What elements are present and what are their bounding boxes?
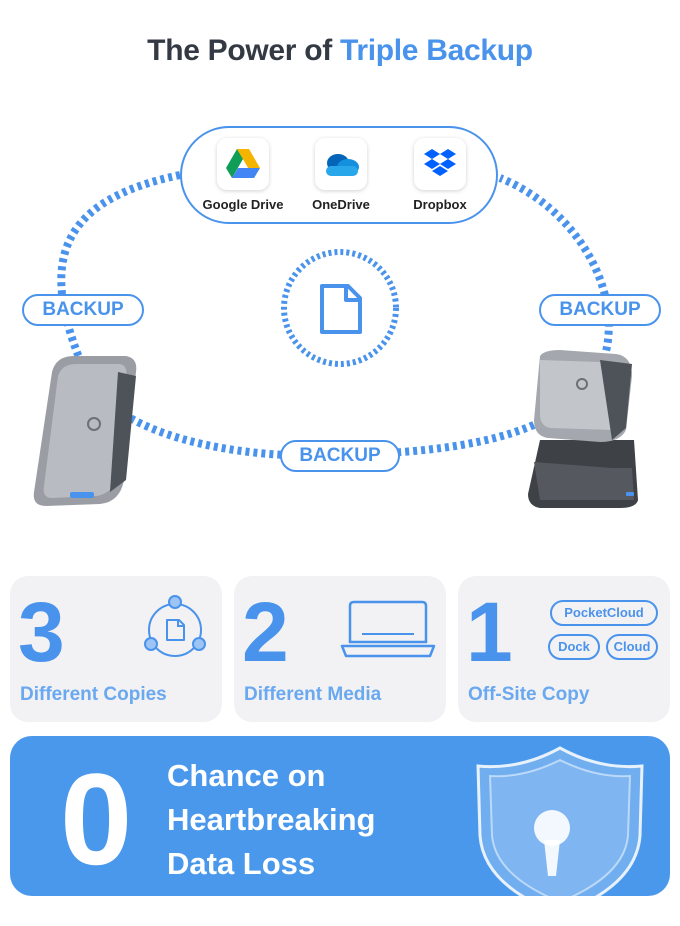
service-dropbox[interactable]: Dropbox	[394, 138, 486, 212]
pocket-device-left	[33, 356, 137, 506]
google-drive-tile	[217, 138, 269, 190]
stat-label: Off-Site Copy	[468, 684, 590, 705]
laptop-icon	[340, 600, 436, 658]
document-icon	[320, 284, 362, 334]
dropbox-icon	[424, 149, 456, 176]
chip-dock: Dock	[548, 634, 600, 660]
chip-pocketcloud: PocketCloud	[550, 600, 658, 626]
zero-line-3: Data Loss	[167, 846, 316, 881]
backup-loop	[33, 171, 638, 508]
chip-cloud: Cloud	[606, 634, 658, 660]
onedrive-icon	[326, 154, 359, 176]
stat-card-media: 2 Different Media	[234, 576, 446, 722]
copies-network-icon	[144, 595, 206, 657]
zero-line-1: Chance on	[167, 758, 326, 793]
onedrive-tile	[315, 138, 367, 190]
dropbox-tile	[414, 138, 466, 190]
cloud-services-pill: Google Drive OneDrive	[180, 126, 498, 224]
zero-line-2: Heartbreaking	[167, 802, 376, 837]
page-title: The Power of Triple Backup	[0, 34, 680, 68]
shield-lock-icon	[476, 746, 644, 896]
pocket-device-right-dock	[528, 350, 638, 508]
service-label: OneDrive	[312, 197, 370, 212]
backup-label-bottom: BACKUP	[280, 440, 400, 472]
stat-card-copies: 3 Different Copies	[10, 576, 222, 722]
service-google-drive[interactable]: Google Drive	[197, 138, 289, 212]
backup-diagram: Google Drive OneDrive	[22, 126, 661, 508]
title-plain: The Power of	[147, 34, 332, 67]
zero-message: Chance on Heartbreaking Data Loss	[167, 754, 375, 886]
stat-label: Different Copies	[20, 684, 167, 705]
center-document-badge	[281, 249, 399, 367]
service-label: Google Drive	[202, 197, 284, 212]
backup-label-left: BACKUP	[22, 294, 144, 326]
service-onedrive[interactable]: OneDrive	[295, 138, 387, 212]
stat-number: 3	[18, 585, 65, 679]
stat-number: 1	[466, 585, 513, 679]
stat-number: 2	[242, 585, 289, 679]
backup-label-right: BACKUP	[539, 294, 661, 326]
stat-card-offsite: 1 Off-Site Copy PocketCloud Dock Cloud	[458, 576, 670, 722]
zero-data-loss-card: 0 Chance on Heartbreaking Data Loss	[10, 736, 670, 896]
service-label: Dropbox	[413, 197, 467, 212]
stat-label: Different Media	[244, 684, 382, 705]
google-drive-icon	[226, 149, 260, 178]
title-accent: Triple Backup	[339, 34, 533, 67]
zero-number: 0	[60, 746, 133, 892]
